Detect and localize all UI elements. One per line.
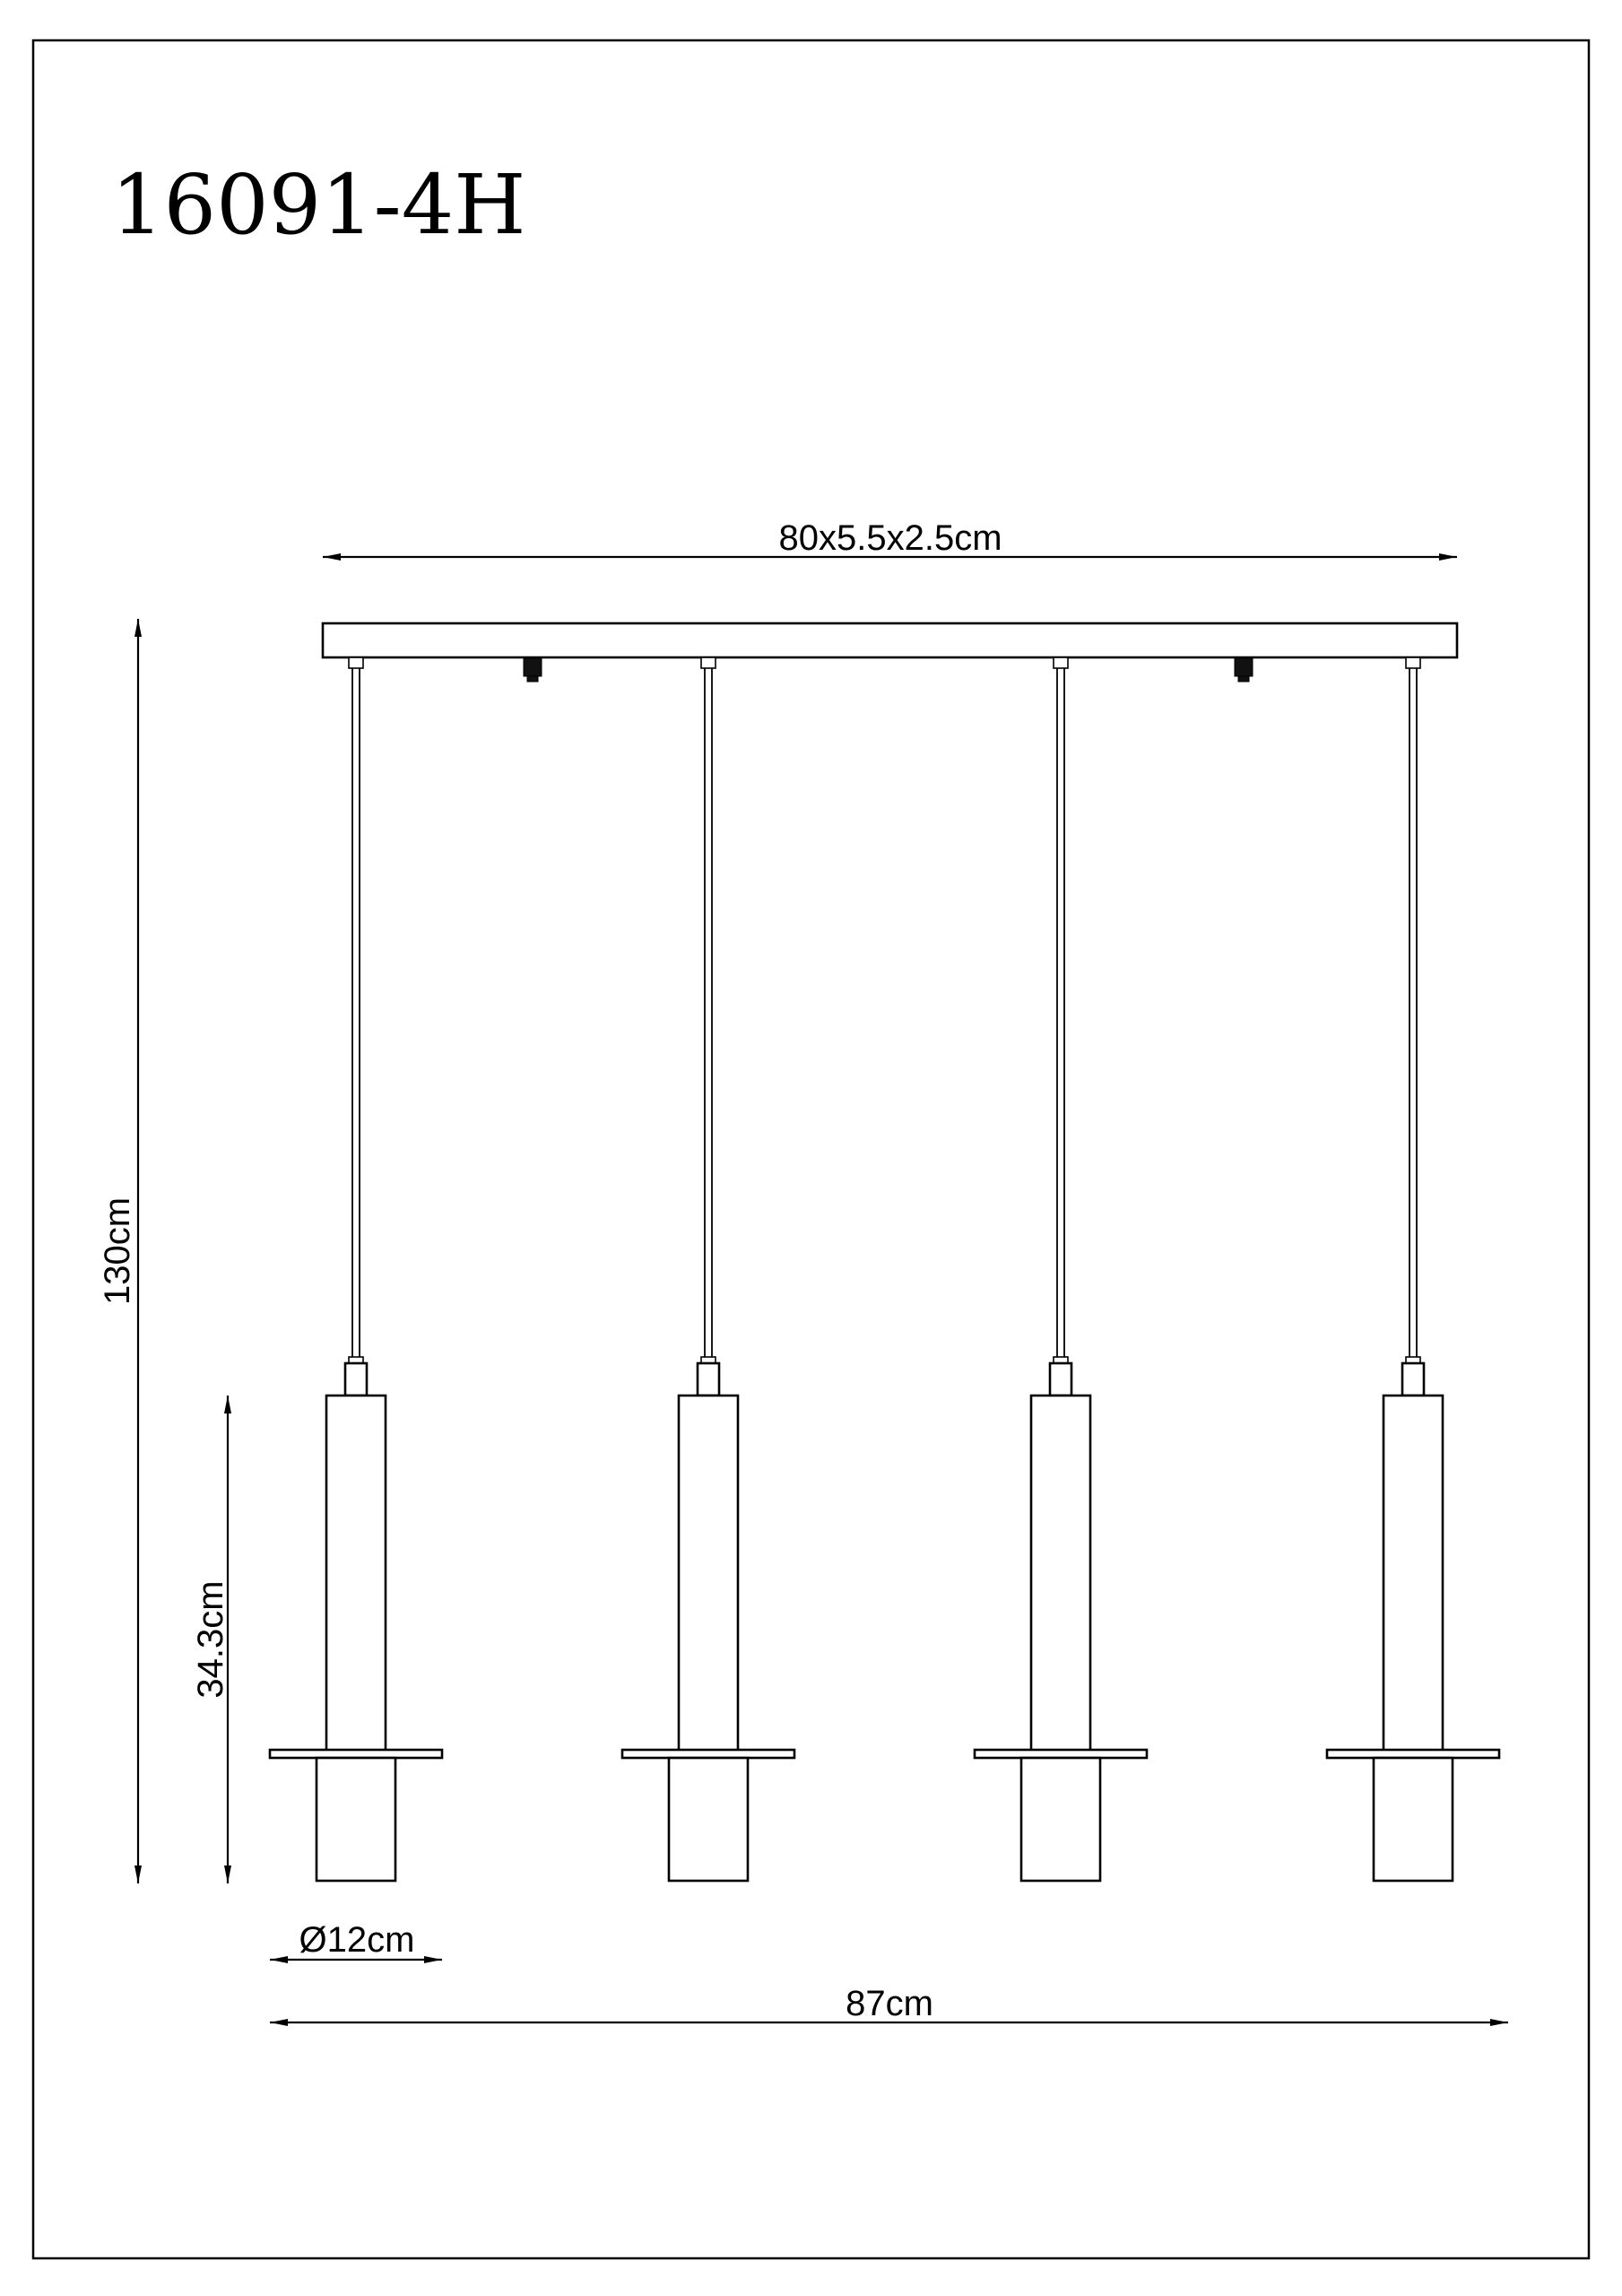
lamp-shade xyxy=(315,1756,397,1883)
lamp-socket xyxy=(343,1361,369,1397)
lamp-disc xyxy=(1325,1748,1501,1760)
lamp-disc xyxy=(973,1748,1149,1760)
shade-height-label: 34.3cm xyxy=(191,1580,230,1698)
drawing-border xyxy=(31,39,1591,2260)
pendant xyxy=(1325,657,1501,1883)
lamp-disc xyxy=(620,1748,796,1760)
cord-connector xyxy=(700,657,716,669)
lamp-tube xyxy=(677,1394,740,1753)
mounting-knob-right xyxy=(1234,657,1253,683)
pendant xyxy=(620,657,796,1883)
cord-connector xyxy=(1405,657,1421,669)
total-height-label: 130cm xyxy=(98,1197,137,1305)
lamp-socket xyxy=(696,1361,721,1397)
total-width-label: 87cm xyxy=(846,1984,933,2023)
lamp-socket xyxy=(1048,1361,1073,1397)
canopy-bar xyxy=(321,622,1459,659)
mounting-knob-left xyxy=(523,657,542,683)
lamp-shade xyxy=(1372,1756,1454,1883)
lamp-tube xyxy=(325,1394,387,1753)
lamp-tube xyxy=(1382,1394,1444,1753)
cord-connector xyxy=(1053,657,1069,669)
shade-height-dimension: 34.3cm xyxy=(191,1396,231,1883)
lamp-disc xyxy=(268,1748,444,1760)
lamp-shade xyxy=(667,1756,750,1883)
shade-diameter-label: Ø12cm xyxy=(299,1920,415,1960)
canopy-dimension-label: 80x5.5x2.5cm xyxy=(778,518,1002,558)
shade-diameter-dimension: Ø12cm xyxy=(270,1920,442,1963)
lamp-tube xyxy=(1029,1394,1092,1753)
cord-connector xyxy=(348,657,364,669)
canopy-dimension: 80x5.5x2.5cm xyxy=(323,518,1457,561)
lamp-socket xyxy=(1401,1361,1426,1397)
pendant xyxy=(973,657,1149,1883)
model-number: 16091-4H xyxy=(111,157,526,253)
total-height-dimension: 130cm xyxy=(98,619,142,1883)
lamp-shade xyxy=(1019,1756,1102,1883)
pendant xyxy=(268,657,444,1883)
total-width-dimension: 87cm xyxy=(270,1984,1508,2026)
